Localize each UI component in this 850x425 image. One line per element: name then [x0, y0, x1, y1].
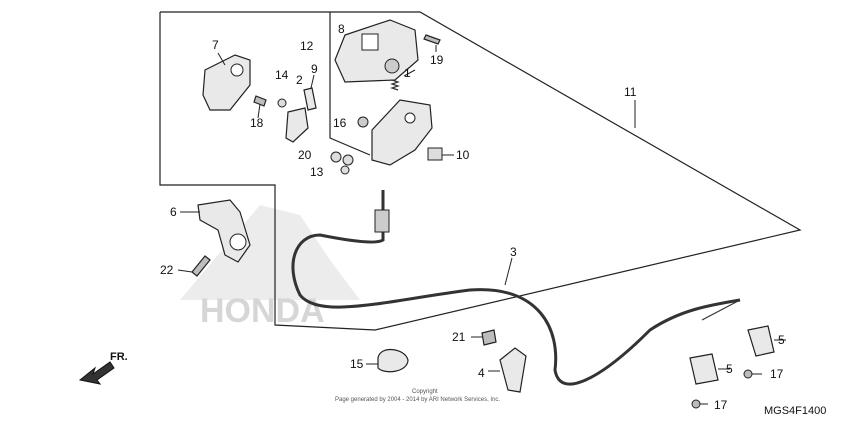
arrow-left-icon — [78, 361, 115, 385]
part-17-screw-upper — [743, 369, 762, 379]
part-5-bracket-upper — [747, 325, 786, 357]
callout-7: 7 — [212, 38, 219, 52]
part-20-washer — [330, 151, 354, 166]
callout-16: 16 — [333, 116, 347, 130]
part-14-washer — [277, 98, 287, 108]
part-13-washer — [340, 165, 350, 175]
part-18-bolt — [253, 95, 267, 119]
callout-4: 4 — [478, 366, 485, 380]
part-16-nut — [357, 116, 369, 128]
callout-10: 10 — [456, 148, 470, 162]
part-1-spring — [390, 69, 416, 91]
part-5-bracket-lower — [689, 353, 730, 385]
callout-15: 15 — [350, 357, 364, 371]
callout-11: 11 — [624, 85, 637, 99]
copyright-line-1: Copyright — [412, 389, 438, 395]
callout-19: 19 — [430, 53, 444, 67]
part-2-bracket — [285, 107, 309, 143]
callout-17-lower: 17 — [714, 398, 728, 412]
callout-2: 2 — [296, 73, 303, 87]
part-6-lever — [180, 199, 251, 263]
part-15-clamp — [366, 349, 409, 373]
callout-17-upper: 17 — [770, 367, 784, 381]
part-3-cable — [291, 190, 741, 386]
part-10-clip — [427, 147, 454, 161]
front-direction-indicator: FR. — [78, 351, 128, 385]
callout-3: 3 — [510, 245, 517, 259]
watermark-text: HONDA — [200, 292, 325, 330]
callout-22: 22 — [160, 263, 174, 277]
copyright-line-2: Page generated by 2004 - 2014 by ARI Net… — [335, 397, 500, 403]
part-22-bolt — [177, 255, 211, 277]
callout-5-upper: 5 — [778, 333, 785, 347]
callout-1: 1 — [404, 66, 411, 80]
callout-8: 8 — [338, 22, 345, 36]
lock-body — [371, 99, 433, 166]
assembly-frame — [159, 11, 802, 331]
diagram-code: MGS4F1400 — [764, 405, 826, 417]
callout-14: 14 — [275, 68, 289, 82]
callout-5-lower: 5 — [726, 362, 733, 376]
part-8-lever — [334, 19, 419, 83]
part-21-bolt — [471, 329, 497, 346]
callout-6: 6 — [170, 205, 177, 219]
part-17-screw-lower — [691, 399, 708, 409]
callout-13: 13 — [310, 165, 324, 179]
part-19-pin — [423, 34, 441, 52]
callout-21: 21 — [452, 330, 466, 344]
callout-18: 18 — [250, 116, 264, 130]
part-7-handle-cover — [202, 52, 251, 111]
callout-20: 20 — [298, 148, 312, 162]
part-9-clip — [303, 74, 317, 111]
direction-label: FR. — [110, 351, 128, 363]
callout-9: 9 — [311, 62, 318, 76]
part-4-bracket — [488, 347, 527, 393]
callout-12: 12 — [300, 39, 314, 53]
